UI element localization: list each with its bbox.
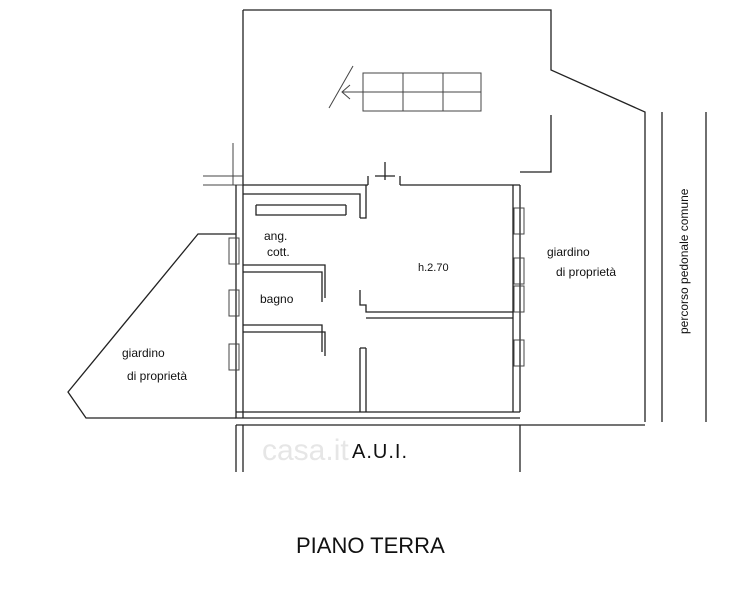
pedestrian-path-label: percorso pedonale comune [677,188,691,334]
bathroom-label: bagno [260,292,294,306]
aui-label: A.U.I. [352,441,408,463]
arrow-left-icon [341,84,351,100]
left-garden-outline [67,233,236,419]
left-garden-label-line2: di proprietà [127,369,187,383]
windows [228,207,525,371]
corridor-lines [203,143,243,186]
kitchen-label-line2: cott. [267,245,290,259]
courtyard-outline [242,9,646,422]
kitchen-label-line1: ang. [264,229,287,243]
ceiling-height-label: h.2.70 [418,262,449,274]
left-garden-label-line1: giardino [122,346,165,360]
watermark: casa.it [262,434,349,467]
entrance-door [367,162,401,185]
kitchen-counter [243,193,361,218]
aui-strip [235,424,645,472]
interior-partitions [243,185,513,412]
staircase [328,65,482,112]
floor-title: PIANO TERRA [296,533,445,558]
right-garden-label-line2: di proprietà [556,265,616,279]
pedestrian-path [661,112,707,422]
apartment-walls [235,185,521,419]
right-garden-label-line1: giardino [547,245,590,259]
